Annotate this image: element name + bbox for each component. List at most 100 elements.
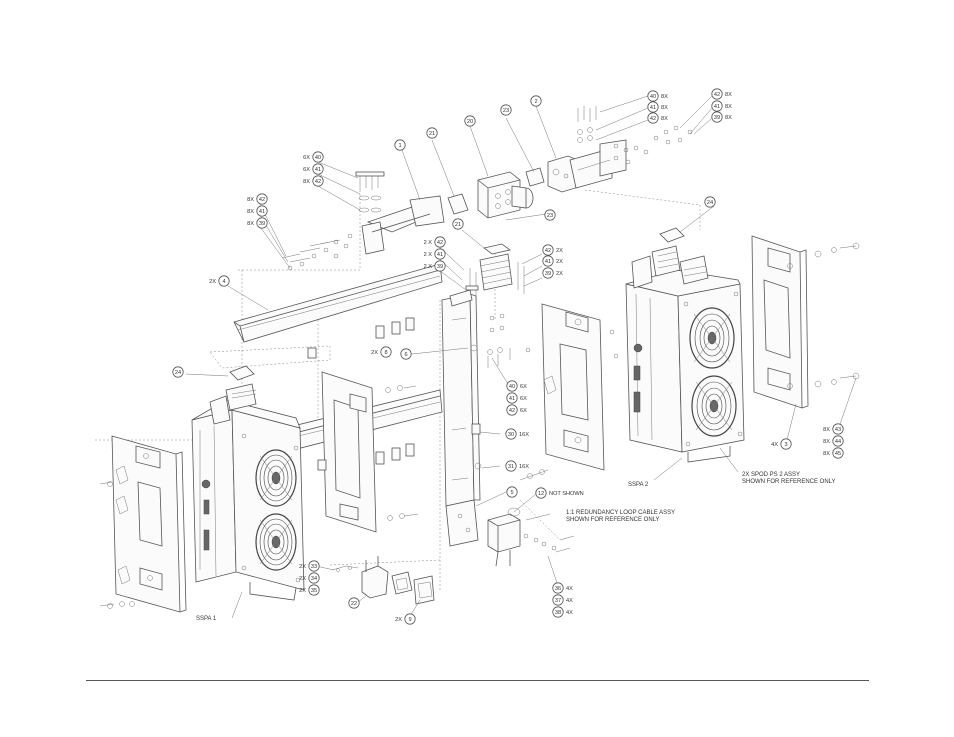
balloon-quantity: 2 X [424, 240, 433, 246]
balloon-number: 34 [311, 576, 317, 582]
balloon-number: 42 [545, 248, 551, 254]
balloon-quantity: 8X [303, 179, 310, 185]
balloon-number: 3 [784, 442, 787, 448]
balloon-quantity: 8X [823, 451, 830, 457]
label-loop-line-2: SHOWN FOR REFERENCE ONLY [566, 517, 660, 523]
balloon-quantity: 4X [566, 598, 573, 604]
balloon-number: 41 [437, 252, 443, 258]
balloon-number: 31 [508, 464, 514, 470]
balloon-number: 8 [384, 350, 387, 356]
balloon-circle [256, 205, 268, 217]
footer-rule [86, 680, 869, 681]
mounting-bracket-left-rear [321, 371, 419, 533]
balloon-circle [647, 112, 659, 124]
balloon-circle [312, 175, 324, 187]
gasket-24-upper [659, 227, 685, 243]
flange-9 [391, 571, 435, 605]
label-sspa-1: SSPA 1 [196, 616, 217, 622]
balloon-quantity: 2X [556, 248, 563, 254]
balloon-quantity: 16X [519, 432, 529, 438]
balloon-quantity: 4X [566, 610, 573, 616]
balloon-quantity: 2X [299, 576, 306, 582]
balloon-quantity: 2 X [424, 264, 433, 270]
balloon-circle [530, 95, 542, 107]
label-loop-line-1: 1:1 REDUNDANCY LOOP CABLE ASSY [566, 510, 675, 516]
balloon-number: 5 [510, 490, 513, 496]
central-panel-6 [441, 289, 481, 507]
balloon-item-9: 92X [395, 613, 416, 625]
balloon-quantity: 8X [247, 221, 254, 227]
hardware-centre [470, 313, 531, 470]
coupler-assembly-20 [477, 171, 534, 219]
balloon-item-42: 422 X [424, 236, 446, 248]
balloon-number: 12 [538, 491, 544, 497]
support-rail-4-upper [233, 263, 443, 343]
balloon-quantity: 6X [303, 155, 310, 161]
balloon-circle [552, 594, 564, 606]
balloon-quantity: 8X [725, 92, 732, 98]
balloon-circle [505, 460, 517, 472]
balloon-circle [542, 267, 554, 279]
balloon-quantity: 8X [661, 116, 668, 122]
leader-lines [185, 95, 857, 619]
balloon-circle [647, 101, 659, 113]
balloon-circle [312, 163, 324, 175]
hardware-right [519, 242, 860, 481]
balloon-circle [506, 392, 518, 404]
balloon-circle [704, 196, 716, 208]
balloon-circle [434, 248, 446, 260]
hardware-left-bolts [99, 453, 153, 609]
rail-clips [307, 317, 481, 471]
switch-22 [331, 556, 389, 599]
balloon-number: 6 [404, 352, 407, 358]
balloon-item-20: 20 [464, 115, 476, 127]
balloon-number: 38 [555, 610, 561, 616]
balloon-quantity: 8X [661, 105, 668, 111]
balloon-quantity: 8X [725, 104, 732, 110]
balloon-circle [552, 582, 564, 594]
balloon-quantity: 6X [520, 396, 527, 402]
balloon-number: 41 [315, 167, 321, 173]
balloon-circle [780, 438, 792, 450]
balloon-circle [464, 115, 476, 127]
balloon-item-34: 34 2X [299, 572, 320, 584]
balloon-quantity: 6X [520, 408, 527, 414]
gasket-23-top [525, 167, 545, 187]
balloon-quantity: 8X [725, 115, 732, 121]
sspa-1-fan-lower [255, 513, 297, 571]
balloon-item-38: 38 4X [552, 606, 573, 618]
balloon-number: 44 [835, 439, 841, 445]
label-sspa-2: SSPA 2 [628, 482, 649, 488]
balloon-number: 21 [429, 131, 435, 137]
balloon-number: 40 [650, 94, 656, 100]
balloon-number: 41 [714, 104, 720, 110]
balloon-number: 21 [455, 222, 461, 228]
balloon-number: 40 [509, 384, 515, 390]
balloon-circle [400, 348, 412, 360]
balloon-circle [434, 236, 446, 248]
balloon-circle [434, 260, 446, 272]
alignment-lines [95, 189, 701, 590]
balloon-quantity: 8X [823, 427, 830, 433]
balloon-item-24: 24 [704, 196, 716, 208]
balloon-item-21: 21 [426, 127, 438, 139]
mounting-bracket-left-front [111, 435, 187, 613]
balloon-circle [218, 275, 230, 287]
balloon-circle [394, 139, 406, 151]
balloon-number: 42 [509, 408, 515, 414]
balloon-item-3: 34X [771, 438, 792, 450]
redundancy-loop-cable-assy [487, 507, 575, 567]
label-psu-line-2: SHOWN FOR REFERENCE ONLY [742, 479, 836, 485]
